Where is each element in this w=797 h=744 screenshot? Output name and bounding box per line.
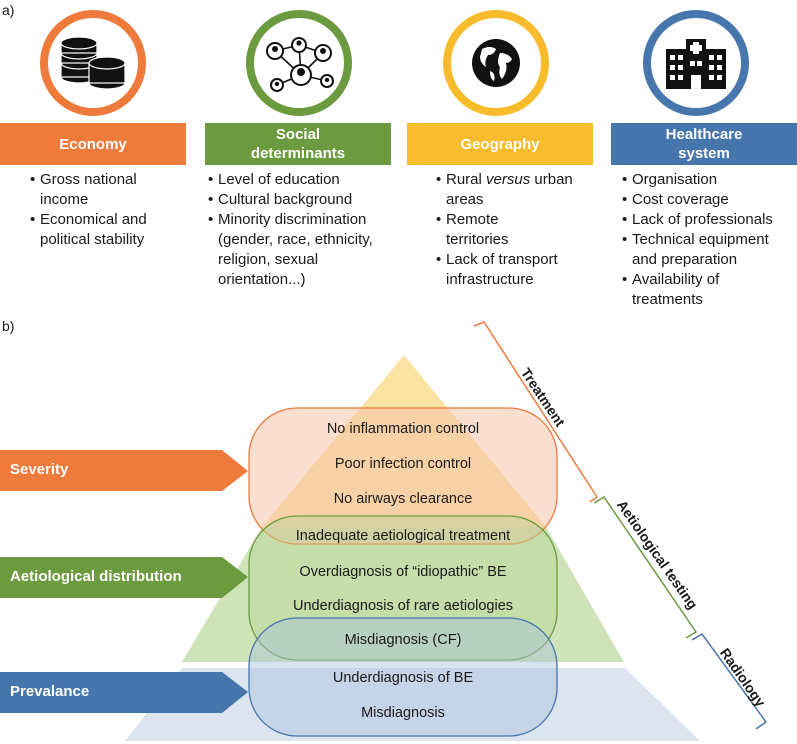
list-item: Economical and political stability bbox=[30, 210, 160, 250]
geography-banner: Geography bbox=[407, 123, 593, 165]
coins-icon bbox=[60, 36, 126, 90]
list-item: Lack of professionals bbox=[622, 210, 792, 230]
economy-list: Gross national income Economical and pol… bbox=[30, 170, 160, 250]
prevalence-item: Underdiagnosis of BE bbox=[332, 670, 474, 686]
list-item: Lack of transport infrastructure bbox=[436, 250, 586, 290]
severity-rounded-box bbox=[248, 407, 558, 545]
economy-banner: Economy bbox=[0, 123, 186, 165]
list-item: Rural versus urban areas bbox=[436, 170, 586, 210]
geography-list: Rural versus urban areas Remote territor… bbox=[436, 170, 586, 290]
prevalence-label: Prevalance bbox=[10, 683, 90, 700]
prevalence-item: Misdiagnosis bbox=[361, 705, 445, 721]
aetiology-item: Misdiagnosis (CF) bbox=[344, 632, 462, 648]
prevalence-trapezoid bbox=[125, 668, 700, 741]
severity-item: Inadequate aetiological treatment bbox=[295, 528, 511, 544]
healthcare-banner: Healthcare system bbox=[611, 123, 797, 165]
list-item: Minority discrimination (gender, race, e… bbox=[208, 210, 398, 290]
severity-item: No inflammation control bbox=[326, 421, 480, 437]
treatment-bracket bbox=[473, 321, 599, 503]
geography-circle bbox=[443, 10, 549, 116]
aetiology-arrow-shape bbox=[0, 557, 248, 598]
prevalence-rounded-box bbox=[248, 617, 558, 737]
aetiological-distribution-label: Aetiological distribution bbox=[10, 568, 182, 585]
list-item: Remote territories bbox=[436, 210, 542, 250]
aetiology-rounded-box bbox=[248, 515, 558, 661]
aetiology-item: Underdiagnosis of rare aetiologies bbox=[292, 598, 514, 614]
social-network-icon bbox=[266, 37, 334, 92]
social-determinants-list: Level of education Cultural background M… bbox=[208, 170, 398, 290]
panel-b-label: b) bbox=[2, 318, 15, 334]
severity-arrow-shape bbox=[0, 450, 248, 491]
hospital-icon bbox=[666, 39, 726, 89]
globe-icon bbox=[472, 39, 520, 87]
healthcare-circle bbox=[643, 10, 749, 116]
list-item: Cultural background bbox=[208, 190, 398, 210]
aetiological-testing-bracket bbox=[593, 495, 698, 639]
social-determinants-circle bbox=[246, 10, 352, 116]
economy-circle bbox=[40, 10, 146, 116]
severity-item: No airways clearance bbox=[333, 491, 473, 507]
radiology-bracket bbox=[691, 633, 768, 730]
list-item: Level of education bbox=[208, 170, 398, 190]
panel-a-label: a) bbox=[2, 2, 15, 18]
list-item: Availability of treatments bbox=[622, 270, 742, 310]
list-item: Gross national income bbox=[30, 170, 160, 210]
list-item: Technical equipment and preparation bbox=[622, 230, 792, 270]
aetiology-trapezoid bbox=[182, 527, 624, 662]
social-determinants-banner: Social determinants bbox=[205, 123, 391, 165]
list-item: Cost coverage bbox=[622, 190, 792, 210]
aetiology-item: Overdiagnosis of “idiopathic” BE bbox=[299, 564, 507, 580]
prevalence-arrow-shape bbox=[0, 672, 248, 713]
list-item: Organisation bbox=[622, 170, 792, 190]
severity-label: Severity bbox=[10, 461, 69, 478]
severity-item: Poor infection control bbox=[334, 456, 472, 472]
healthcare-list: Organisation Cost coverage Lack of profe… bbox=[622, 170, 792, 310]
